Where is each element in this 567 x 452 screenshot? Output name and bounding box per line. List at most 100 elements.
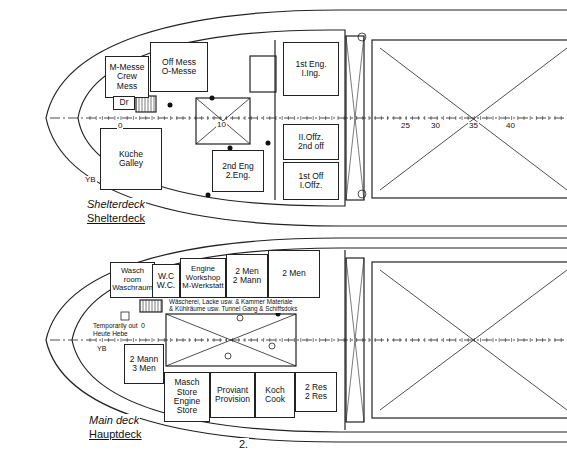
note: & Kühlräume usw. Tunnel Gang & Schiffsdo…	[168, 306, 298, 313]
frame-number: 0	[117, 122, 123, 131]
frame-tick	[127, 116, 128, 120]
frame-tick	[331, 116, 332, 120]
hatch-symbol	[121, 312, 129, 320]
frame-tick	[145, 338, 146, 342]
cargo-hatch-cross	[380, 270, 567, 410]
frame-tick	[269, 116, 270, 120]
pillar-dot	[206, 193, 211, 198]
room-name: M-Werkstatt	[182, 282, 223, 290]
room-box: Dr	[113, 96, 135, 110]
frame-tick	[114, 116, 115, 120]
frame-tick	[139, 338, 140, 342]
frame-tick	[164, 338, 165, 342]
frame-tick	[524, 116, 525, 120]
frame-tick	[263, 116, 264, 120]
frame-tick	[393, 116, 394, 120]
mast-house-cross	[346, 258, 364, 422]
frame-tick	[561, 116, 562, 120]
frame-tick	[381, 116, 382, 120]
frame-tick	[195, 338, 196, 342]
room-box: 2 Men2 Mann	[226, 254, 268, 298]
frame-tick	[108, 338, 109, 342]
note: 2.	[238, 438, 249, 450]
frame-tick	[300, 116, 301, 120]
centerline	[50, 340, 567, 341]
frame-tick	[468, 116, 469, 120]
frame-tick	[214, 116, 215, 120]
frame-tick	[90, 338, 91, 342]
frame-tick	[207, 116, 208, 120]
frame-tick	[307, 116, 308, 120]
room-name: Dr	[120, 98, 129, 107]
frame-tick	[344, 116, 345, 120]
frame-tick	[393, 338, 394, 342]
frame-tick	[555, 338, 556, 342]
room-box: 2 Men	[268, 250, 320, 298]
frame-tick	[121, 338, 122, 342]
engine-hatch-cross	[196, 98, 250, 144]
room-name: Provision	[215, 395, 250, 404]
note: Temporarily out	[92, 322, 138, 329]
frame-tick	[424, 338, 425, 342]
frame-tick	[536, 338, 537, 342]
frame-tick	[189, 338, 190, 342]
frame-tick	[96, 338, 97, 342]
frame-tick	[201, 116, 202, 120]
frame-tick	[418, 116, 419, 120]
room-name: O-Messe	[162, 67, 196, 76]
room-name: 2 Mann	[233, 276, 261, 285]
frame-tick	[499, 338, 500, 342]
frame-tick	[474, 338, 475, 342]
frame-tick	[517, 116, 518, 120]
frame-tick	[542, 338, 543, 342]
frame-tick	[356, 116, 357, 120]
frame-tick	[350, 116, 351, 120]
frame-tick	[493, 338, 494, 342]
frame-tick	[152, 116, 153, 120]
room-box: ProviantProvision	[210, 372, 255, 418]
frame-tick	[462, 116, 463, 120]
note: Heute Hebe	[92, 330, 129, 337]
room-box: Engine WorkshopM-Werkstatt	[180, 258, 226, 298]
stair-step	[158, 300, 159, 312]
room-name: 2nd Eng	[222, 162, 254, 171]
frame-tick	[555, 116, 556, 120]
frame-tick	[412, 116, 413, 120]
note: YB	[84, 176, 97, 185]
room-name: 3 Men	[132, 364, 156, 373]
frame-tick	[245, 338, 246, 342]
frame-tick	[176, 116, 177, 120]
frame-tick	[356, 338, 357, 342]
hull-outline	[46, 238, 567, 442]
deck-name: Shelterdeck	[86, 212, 146, 224]
frame-tick	[536, 116, 537, 120]
room-box: KochCook	[255, 372, 295, 418]
frame-tick	[127, 338, 128, 342]
frame-tick	[406, 116, 407, 120]
cargo-hatch-cross	[380, 270, 567, 410]
frame-tick	[220, 116, 221, 120]
frame-tick	[431, 116, 432, 120]
frame-tick	[257, 116, 258, 120]
room-name: Cook	[265, 395, 285, 404]
frame-tick	[313, 116, 314, 120]
mast-house-cross	[346, 36, 364, 200]
stair-step	[151, 96, 152, 112]
frame-tick	[406, 338, 407, 342]
room-box: KücheGalley	[100, 128, 162, 190]
cargo-hatch	[372, 262, 567, 418]
stairs	[136, 96, 156, 112]
mast-house	[346, 36, 364, 200]
room-name: W.C.	[157, 281, 175, 290]
room-name: I.Ing.	[302, 69, 321, 78]
frame-tick	[238, 116, 239, 120]
frame-number: 30	[430, 122, 441, 131]
stair-step	[145, 96, 146, 112]
frame-tick	[338, 116, 339, 120]
frame-number: YB	[96, 345, 107, 353]
frame-tick	[443, 338, 444, 342]
frame-tick	[462, 338, 463, 342]
frame-tick	[325, 338, 326, 342]
frame-tick	[269, 338, 270, 342]
vent-circle	[358, 190, 366, 198]
